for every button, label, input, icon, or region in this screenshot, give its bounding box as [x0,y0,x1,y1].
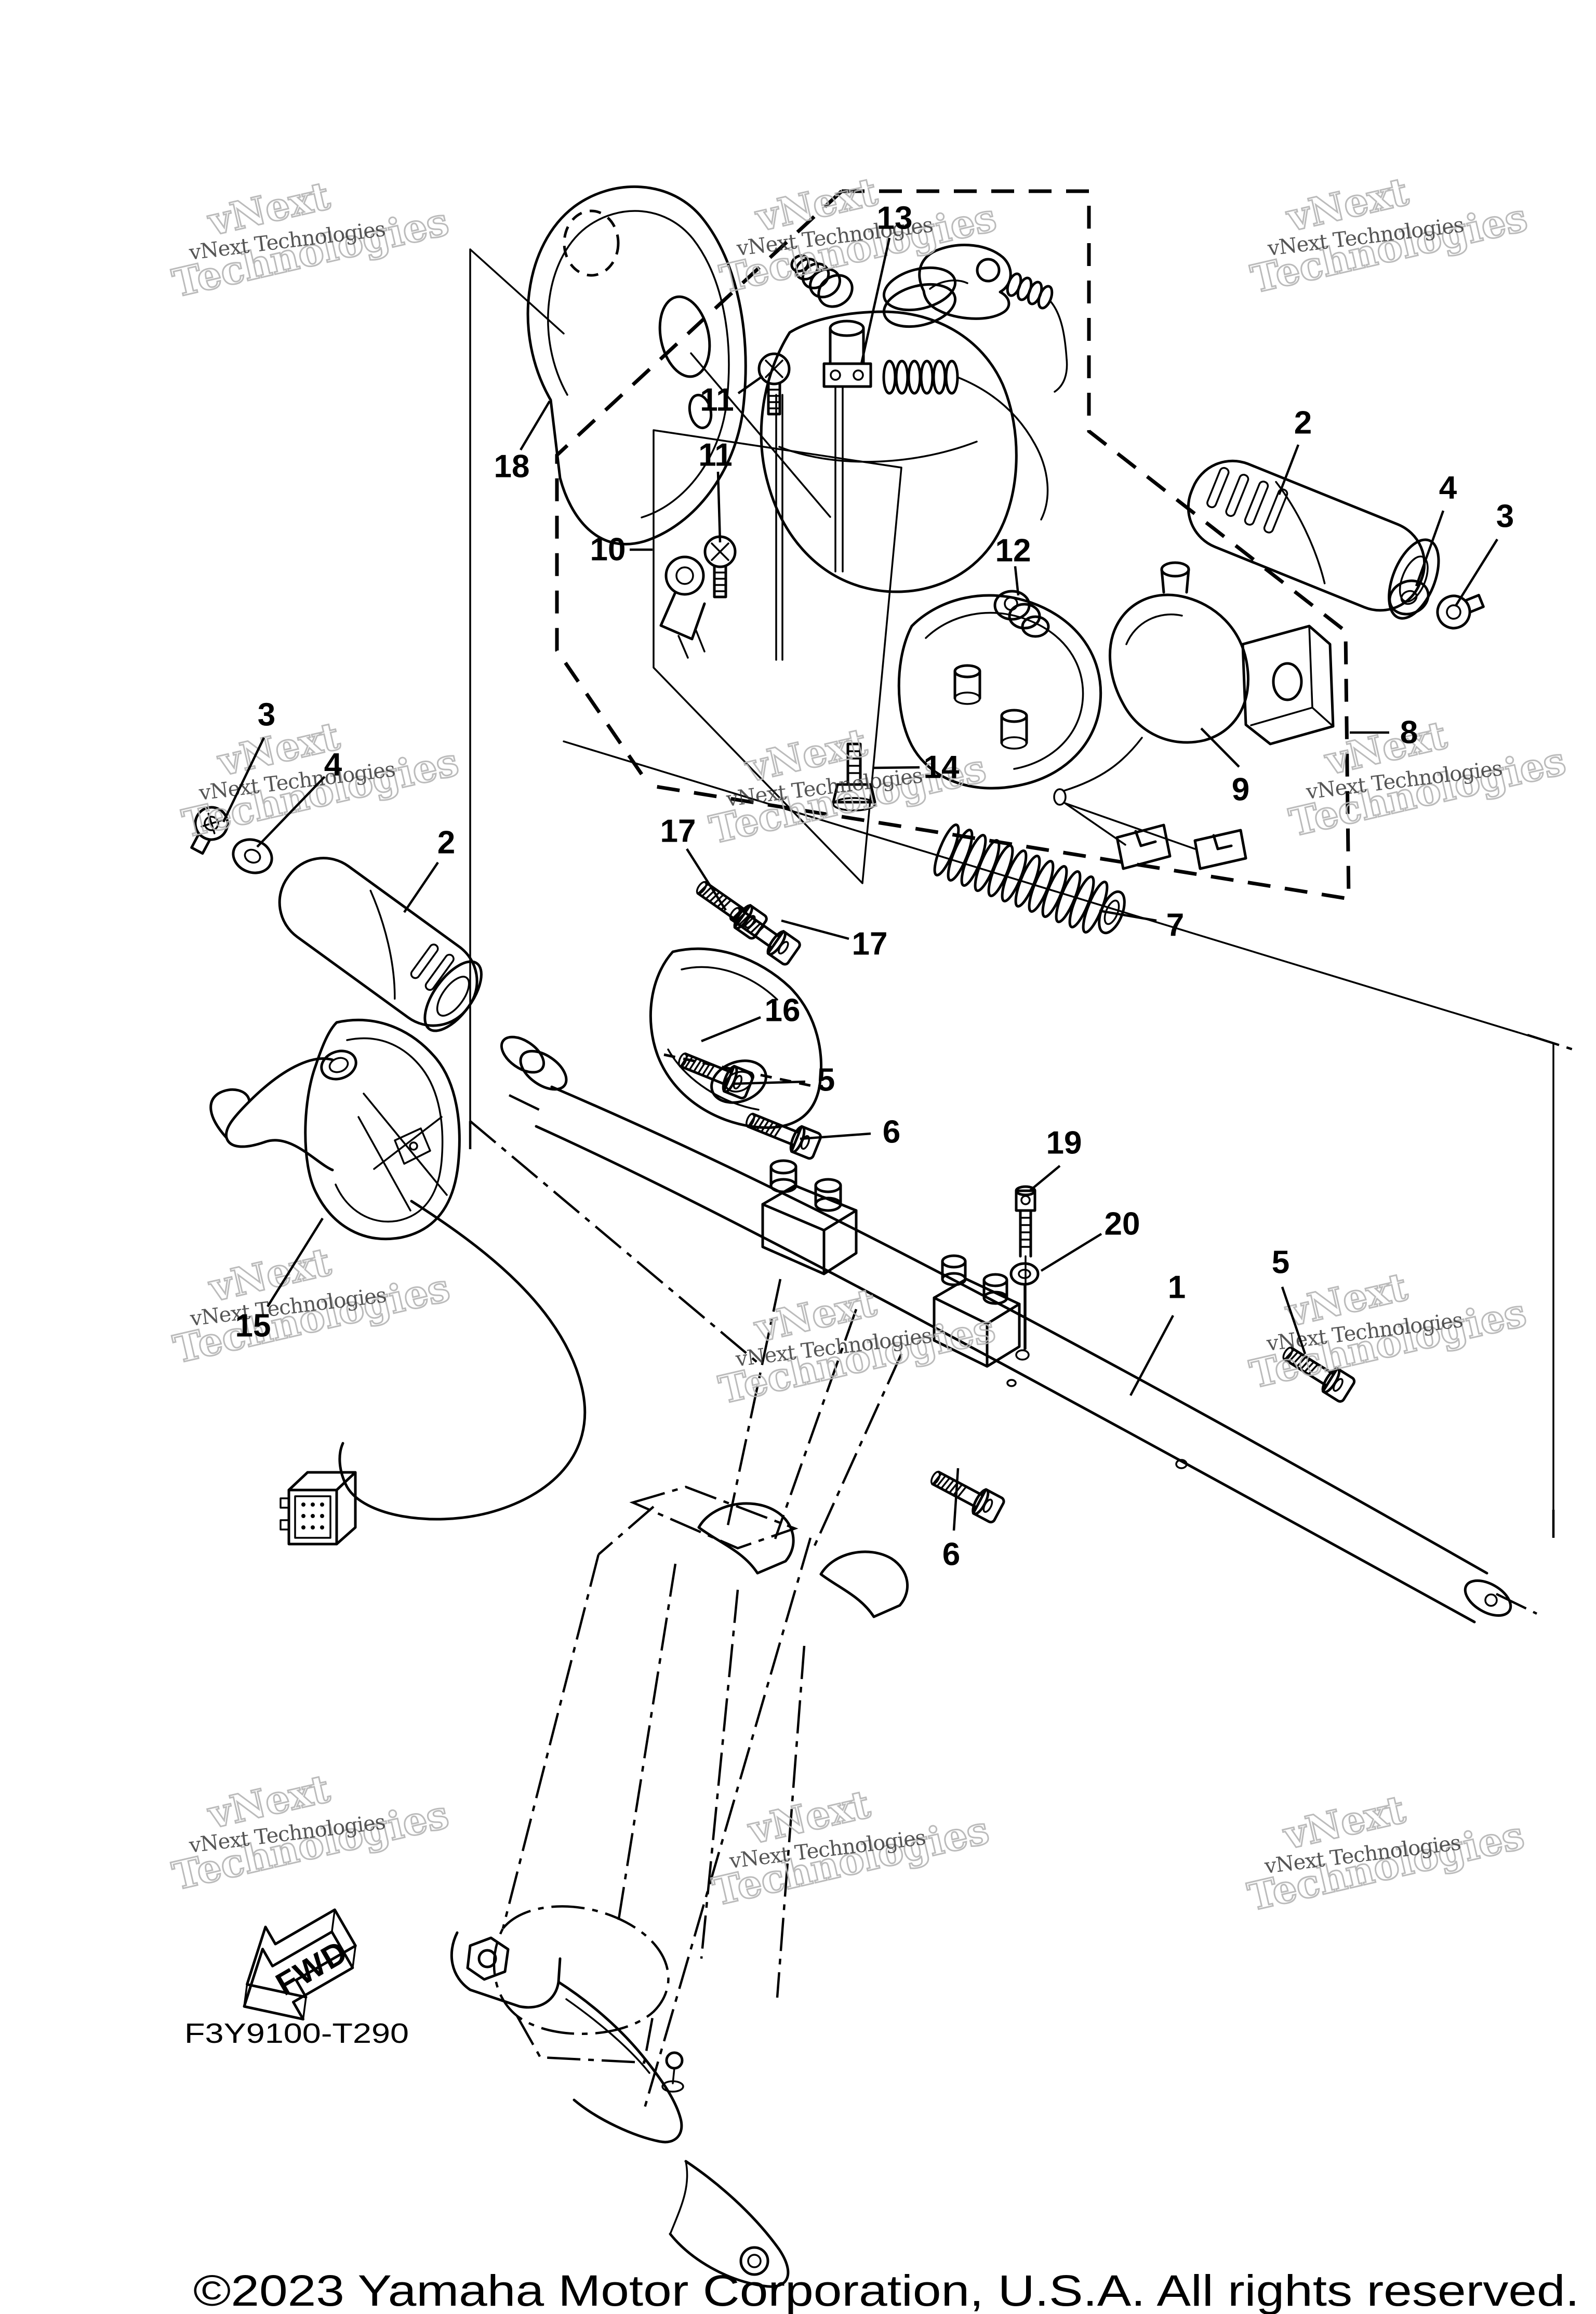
switch-base-housing [832,590,1102,812]
steering-column-reference [450,1279,909,2288]
screw-part-11b [705,537,735,597]
bolt-part-19 [1015,1185,1036,1350]
callout-leader-3 [222,737,265,822]
corrugated-tube-part-7 [933,823,1126,935]
screw-part-3-right [1436,594,1485,630]
callout-leader-2 [1278,444,1300,495]
bolt-part-6b [926,1465,1005,1524]
callout-leader-12 [1014,566,1020,596]
callout-label-6: 6 [942,1537,960,1573]
grip-right-part-2 [1187,459,1440,620]
ring-terminal [659,555,706,659]
washer-part-20 [1009,1262,1040,1351]
ignition-switch-assembly [659,254,1049,661]
callout-label-11: 11 [698,437,733,473]
boot-part-13 [790,254,854,308]
callout-label-20: 20 [1105,1206,1140,1242]
callout-label-9: 9 [1232,772,1249,808]
callout-leader-5 [1281,1286,1307,1354]
bolt-part-6a [742,1107,822,1160]
throttle-lever-part-15 [209,1018,587,1546]
callout-leader-13 [860,237,891,364]
mount-shell-part-16 [649,947,823,1129]
callout-label-1: 1 [1168,1270,1186,1306]
washer-part-4-left [228,834,277,879]
copyright-line: ©2023 Yamaha Motor Corporation, U.S.A. A… [193,2266,1579,2314]
callout-label-5: 5 [1272,1245,1289,1281]
callout-label-6: 6 [883,1114,900,1150]
callout-leader-7 [1099,909,1157,922]
dashed-assembly-box [555,189,1351,901]
handlebar-clamp-right [933,1254,1021,1368]
connector-plug [280,1471,357,1546]
callout-leader-6 [952,1468,960,1531]
callout-leader-9 [1200,727,1240,768]
callout-label-3: 3 [1496,499,1514,535]
callout-leader-18 [520,400,551,451]
callout-leader-4 [1415,510,1445,587]
callout-label-17: 17 [660,814,696,849]
callout-label-15: 15 [235,1308,271,1344]
callout-leader-14 [873,766,920,769]
part-code: F3Y9100-T290 [184,2018,409,2049]
callout-label-4: 4 [324,747,342,783]
callout-label-3: 3 [258,697,275,733]
callout-leader-19 [1029,1165,1061,1192]
callout-label-19: 19 [1046,1125,1082,1161]
callout-leader-16 [701,1016,761,1043]
callout-leader-17 [781,919,849,940]
callout-label-11: 11 [700,382,734,418]
sheet-panel-right [563,740,1580,1538]
callout-label-17: 17 [852,926,888,962]
callout-label-2: 2 [1294,405,1312,441]
screw-part-3-left [190,806,229,855]
callout-label-5: 5 [817,1062,835,1098]
bolt-part-17a [691,875,768,940]
callout-leader-20 [1040,1233,1102,1272]
bolt-part-14 [832,742,876,812]
callout-label-8: 8 [1400,715,1418,751]
callout-label-18: 18 [494,449,530,485]
callout-leader-3 [1455,538,1498,607]
wire-boot [882,360,959,395]
callout-leader-11 [716,471,722,543]
callout-leader-5 [732,1080,806,1085]
callout-label-12: 12 [995,533,1031,569]
callout-leader-11 [737,375,764,394]
callout-label-13: 13 [877,201,913,236]
callout-label-14: 14 [924,750,960,786]
switch-housing-part-9 [1053,561,1335,870]
callout-label-7: 7 [1166,908,1184,943]
callout-leader-4 [256,776,326,848]
callout-leader-1 [1129,1314,1174,1397]
grommet-part-12 [993,590,1050,638]
handlebar-clamp-left [761,1159,858,1275]
grip-left-part-2 [278,857,483,1032]
callout-leader-6 [800,1132,871,1140]
callout-label-10: 10 [590,532,626,568]
callout-leader-2 [403,861,439,913]
callout-leader-17 [686,848,727,911]
callout-label-16: 16 [765,993,801,1029]
solid-inner-box [653,429,902,884]
callout-label-4: 4 [1439,470,1457,506]
handlebar-part-1 [500,1035,1537,1624]
lanyard-clip [918,244,1068,393]
callout-leader-15 [267,1217,324,1308]
callout-label-2: 2 [437,825,455,861]
